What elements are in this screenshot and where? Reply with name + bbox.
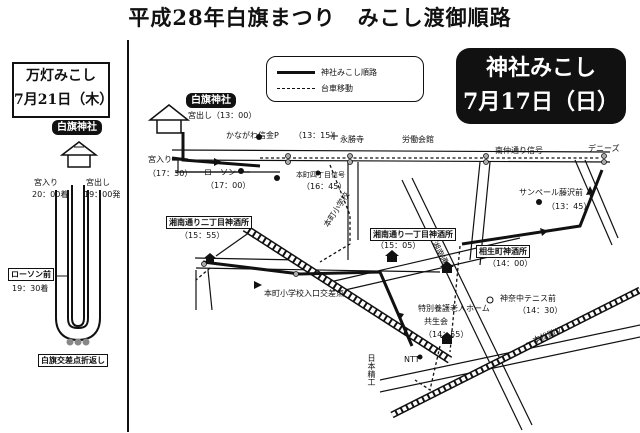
kanagawa-shinkin-time: （13：15） <box>294 131 339 140</box>
shrine-enter-label: 宮入り <box>148 155 172 164</box>
left-exit-time: 19：00発 <box>84 190 121 199</box>
legend-dashed-label: 台車移動 <box>321 83 353 93</box>
left-lawson-time: 19：30着 <box>12 284 49 293</box>
railway-track <box>242 224 640 419</box>
route-arrows <box>214 158 594 320</box>
shonan1-time: （15：05） <box>376 241 421 250</box>
right-shrine-icon <box>147 104 191 134</box>
aioi-label: 相生町神酒所 <box>476 245 530 258</box>
nursing-home-label: 特別養護老人ホーム <box>418 304 490 313</box>
shrine-exit-label: 宮出し（13：00） <box>188 111 257 120</box>
right-shrine-label: 白旗神社 <box>186 93 236 108</box>
jinja-mikoshi-title: 神社みこし <box>485 55 596 81</box>
left-enter-label: 宮入り <box>34 178 58 187</box>
sunpearl-time: （13：45） <box>547 202 592 211</box>
eishoji-label: 永勝寺 <box>340 135 364 144</box>
page-title: 平成28年白旗まつり みこし渡御順路 <box>128 5 512 30</box>
shonan2-label: 湘南通り二丁目神酒所 <box>166 216 252 229</box>
kyoseikai-time: （14：55） <box>424 330 469 339</box>
roudou-kaikan-label: 労働会館 <box>402 135 434 144</box>
jinja-mikoshi-box: 神社みこし 7月17日（日） <box>456 48 626 124</box>
kanagawa-shinkin-label: かながわ信金P <box>226 131 279 140</box>
left-shrine-label: 白旗神社 <box>52 120 102 135</box>
lawson-time: （17：00） <box>206 181 251 190</box>
left-lawson-label: ローソン前 <box>8 268 54 281</box>
tennis-label: 神奈中テニス前 <box>500 294 556 303</box>
mando-mikoshi-date: 7月21日（木） <box>14 92 114 108</box>
mikoshi-route-solid <box>171 132 604 347</box>
shonan2-time: （15：55） <box>180 231 225 240</box>
kyoseikai-label: 共生会 <box>424 317 448 326</box>
mando-mikoshi-title: 万灯みこし <box>26 68 96 84</box>
jinja-mikoshi-date: 7月17日（日） <box>463 89 619 115</box>
nihon-seiko-label: 日本精工 <box>367 354 376 386</box>
panel-divider <box>127 40 129 432</box>
shrine-enter-time: （17：30） <box>148 169 193 178</box>
ntt-label: NTT <box>404 355 420 364</box>
legend-dashed-line-icon <box>277 87 315 89</box>
temple-icon <box>330 132 338 140</box>
shrine-house-icons <box>204 250 454 344</box>
honcho-entry-label: 本町小学校入口交差点 <box>264 289 344 298</box>
left-shrine-icon <box>59 141 99 168</box>
sunpearl-label: サンペール藤沢前 <box>519 188 583 197</box>
tennis-time: （14：30） <box>518 306 563 315</box>
landmark-dots <box>238 134 542 360</box>
signal-icons <box>201 153 607 277</box>
cart-route-dashed <box>195 157 600 392</box>
left-exit-label: 宮出し <box>86 178 110 187</box>
minaminaka-signal-label: 南仲通り信号 <box>495 146 543 155</box>
left-road <box>55 185 101 342</box>
aioi-time: （14：00） <box>488 259 533 268</box>
honcho4-signal-label: 本町四丁目信号 <box>296 171 345 179</box>
legend-solid: 神社みこし順路 <box>277 66 377 78</box>
legend-solid-line-icon <box>277 70 315 74</box>
shonan1-label: 湘南通り一丁目神酒所 <box>370 228 456 241</box>
legend-solid-label: 神社みこし順路 <box>321 67 377 77</box>
left-turn-label: 白旗交差点折返し <box>38 354 108 367</box>
lawson-label: ローソン <box>204 168 236 177</box>
tennis-icon <box>486 296 494 304</box>
map-legend: 神社みこし順路 台車移動 <box>266 56 424 102</box>
honcho4-signal-time: （16：45） <box>302 182 347 191</box>
left-enter-time: 20：00着 <box>32 190 69 199</box>
dennys-label: デニーズ <box>588 144 620 153</box>
left-signal-icons <box>66 338 90 346</box>
legend-dashed: 台車移動 <box>277 82 353 94</box>
mando-mikoshi-box: 万灯みこし 7月21日（木） <box>12 62 114 118</box>
